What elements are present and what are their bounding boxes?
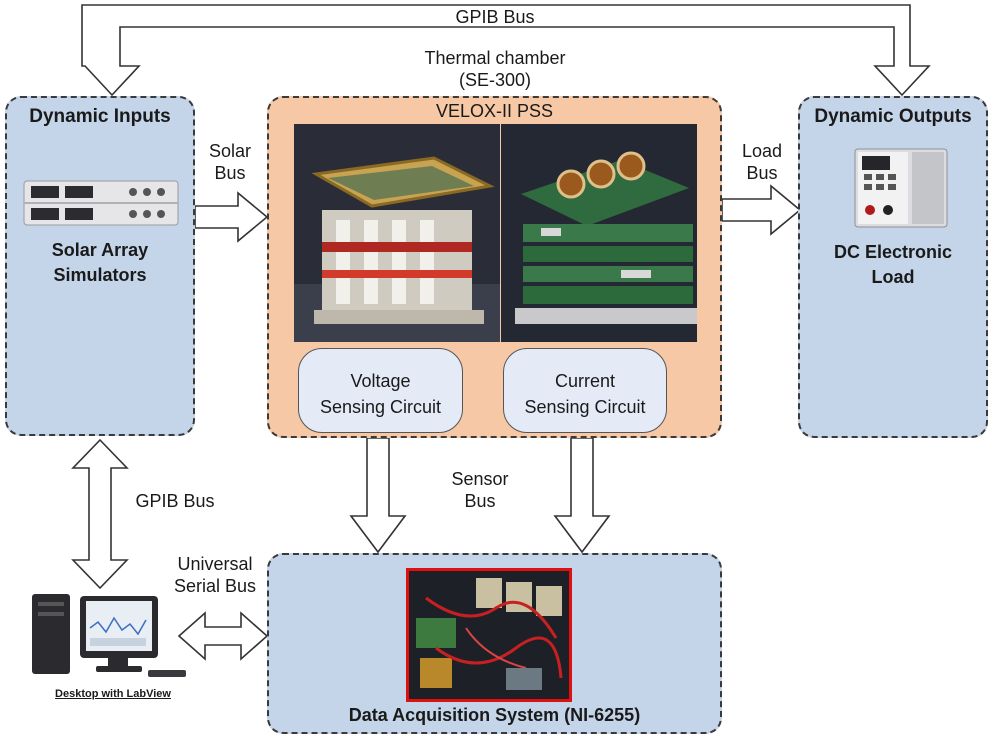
thermal-chamber-label: Thermal chamber (SE-300): [424, 48, 566, 90]
load-bus-arrow: [721, 184, 802, 236]
gpib-top-label: GPIB Bus: [455, 7, 535, 27]
sensor-bus-label: Sensor Bus: [451, 469, 509, 511]
solar-bus-label: Solar Bus: [208, 141, 252, 183]
usb-arrow: [177, 611, 269, 661]
gpib-top-arrow: [81, 4, 931, 97]
electronic-load-icon: [854, 148, 948, 228]
desktop-caption: Desktop with LabView: [55, 688, 171, 700]
solar-array-simulators-label: Solar Array Simulators: [51, 240, 149, 285]
gpib-side-label: GPIB Bus: [135, 491, 215, 511]
velox-pss-title: VELOX-II PSS: [435, 101, 554, 121]
sensor-bus-arrow-left: [349, 437, 407, 554]
load-bus-label: Load Bus: [741, 141, 783, 183]
power-supply-icon: [23, 180, 179, 226]
sensor-bus-arrow-right: [553, 437, 611, 554]
velox-pss-box: VELOX-II PSS Voltage Sensing Circuit C: [267, 96, 722, 438]
dynamic-outputs-box: Dynamic Outputs DC Electronic Load: [798, 96, 988, 438]
gpib-side-arrow: [71, 438, 129, 590]
pcb-stack-photo: [501, 124, 697, 342]
desktop-computer-icon: [32, 594, 186, 677]
dynamic-outputs-title: Dynamic Outputs: [814, 106, 972, 127]
dc-electronic-load-label: DC Electronic Load: [833, 242, 953, 287]
solar-bus-arrow: [194, 191, 269, 243]
pss-stack-photo: [294, 124, 500, 342]
dynamic-inputs-title: Dynamic Inputs: [29, 106, 171, 127]
daq-title: Data Acquisition System (NI-6255): [348, 705, 641, 725]
voltage-sensing-circuit: Voltage Sensing Circuit: [298, 348, 463, 433]
daq-box: Data Acquisition System (NI-6255): [267, 553, 722, 734]
usb-label: Universal Serial Bus: [173, 554, 257, 596]
daq-board-photo: [406, 568, 572, 702]
current-sensing-circuit: Current Sensing Circuit: [503, 348, 667, 433]
dynamic-inputs-box: Dynamic Inputs Solar Array Simulators: [5, 96, 195, 436]
